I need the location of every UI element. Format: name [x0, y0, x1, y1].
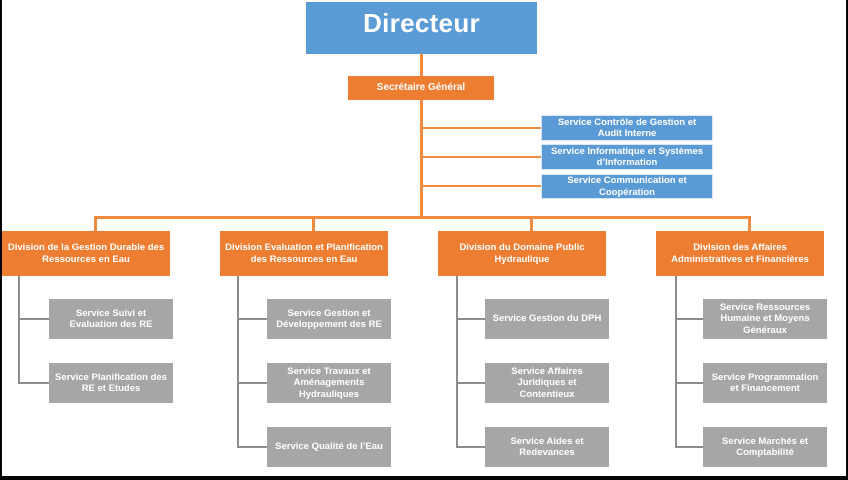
secretary-general-label: Secrétaire Général	[376, 82, 466, 94]
division-label: Division Evaluation et Planification des…	[225, 242, 383, 265]
service-box: Service Qualité de l’Eau	[267, 427, 391, 467]
connector-service	[237, 382, 267, 384]
service-label: Service Aides et Redevances	[510, 435, 584, 458]
director-box: Directeur	[306, 2, 537, 54]
service-box: Service Marchés et Comptabilité	[703, 427, 827, 467]
connector-services-col-3	[456, 276, 458, 447]
division-label: Division de la Gestion Durable des Resso…	[7, 242, 165, 265]
service-label: Service Planification des RE et Etudes	[55, 371, 167, 394]
connector-service	[675, 446, 703, 448]
division-domaine-public: Division du Domaine Public Hydraulique	[438, 231, 606, 276]
connector-staff-1	[422, 127, 541, 129]
division-label: Division des Affaires Administratives et…	[671, 242, 809, 265]
service-box: Service Gestion et Développement des RE	[267, 299, 391, 339]
staff-service-audit: Service Contrôle de Gestion et Audit Int…	[541, 115, 713, 141]
service-label: Service Travaux et Aménagements Hydrauli…	[287, 366, 371, 400]
service-box: Service Gestion du DPH	[485, 299, 609, 339]
staff-service-communication: Service Communication et Coopération	[541, 174, 713, 199]
service-label: Service Marchés et Comptabilité	[721, 435, 809, 458]
left-edge-strip	[0, 0, 2, 480]
staff-service-label: Service Informatique et Systèmes d’Infor…	[550, 145, 704, 168]
service-box: Service Ressources Humaine et Moyens Gén…	[703, 299, 827, 339]
connector-service	[18, 318, 49, 320]
service-label: Service Gestion et Développement des RE	[276, 307, 382, 330]
connector-service	[675, 318, 703, 320]
connector-director-secretary	[420, 54, 423, 76]
secretary-general-box: Secrétaire Général	[348, 76, 494, 100]
connector-division-2	[312, 216, 315, 231]
right-edge-strip	[846, 0, 848, 480]
staff-service-it: Service Informatique et Systèmes d’Infor…	[541, 144, 713, 170]
connector-service	[18, 382, 49, 384]
connector-service	[675, 382, 703, 384]
connector-service	[456, 318, 485, 320]
connector-services-col-4	[675, 276, 677, 447]
service-box: Service Planification des RE et Etudes	[49, 363, 173, 403]
service-box: Service Travaux et Aménagements Hydrauli…	[267, 363, 391, 403]
division-affaires-administratives: Division des Affaires Administratives et…	[656, 231, 824, 276]
division-evaluation-planification: Division Evaluation et Planification des…	[220, 231, 388, 276]
division-gestion-durable: Division de la Gestion Durable des Resso…	[2, 231, 170, 276]
connector-staff-3	[422, 185, 541, 187]
service-box: Service Programmation et Financement	[703, 363, 827, 403]
service-label: Service Gestion du DPH	[492, 313, 602, 325]
connector-service	[456, 446, 485, 448]
connector-services-col-1	[18, 276, 20, 383]
bottom-edge-strip	[0, 476, 848, 480]
service-label: Service Qualité de l’Eau	[275, 441, 383, 453]
connector-main-trunk	[420, 100, 423, 217]
service-box: Service Suivi et Evaluation des RE	[49, 299, 173, 339]
connector-service	[456, 382, 485, 384]
connector-division-bus	[94, 216, 750, 219]
service-label: Service Ressources Humaine et Moyens Gén…	[719, 302, 811, 336]
service-label: Service Suivi et Evaluation des RE	[69, 307, 153, 330]
staff-service-label: Service Contrôle de Gestion et Audit Int…	[557, 116, 697, 139]
connector-division-4	[748, 216, 751, 231]
service-box: Service Affaires Juridiques et Contentie…	[485, 363, 609, 403]
staff-service-label: Service Communication et Coopération	[567, 175, 687, 198]
connector-staff-2	[422, 156, 541, 158]
service-label: Service Affaires Juridiques et Contentie…	[511, 366, 583, 400]
connector-division-1	[94, 216, 97, 231]
connector-service	[237, 446, 267, 448]
director-label: Directeur	[363, 8, 480, 38]
connector-services-col-2	[237, 276, 239, 447]
connector-division-3	[530, 216, 533, 231]
service-box: Service Aides et Redevances	[485, 427, 609, 467]
service-label: Service Programmation et Financement	[711, 371, 819, 394]
connector-service	[237, 318, 267, 320]
division-label: Division du Domaine Public Hydraulique	[459, 242, 585, 265]
